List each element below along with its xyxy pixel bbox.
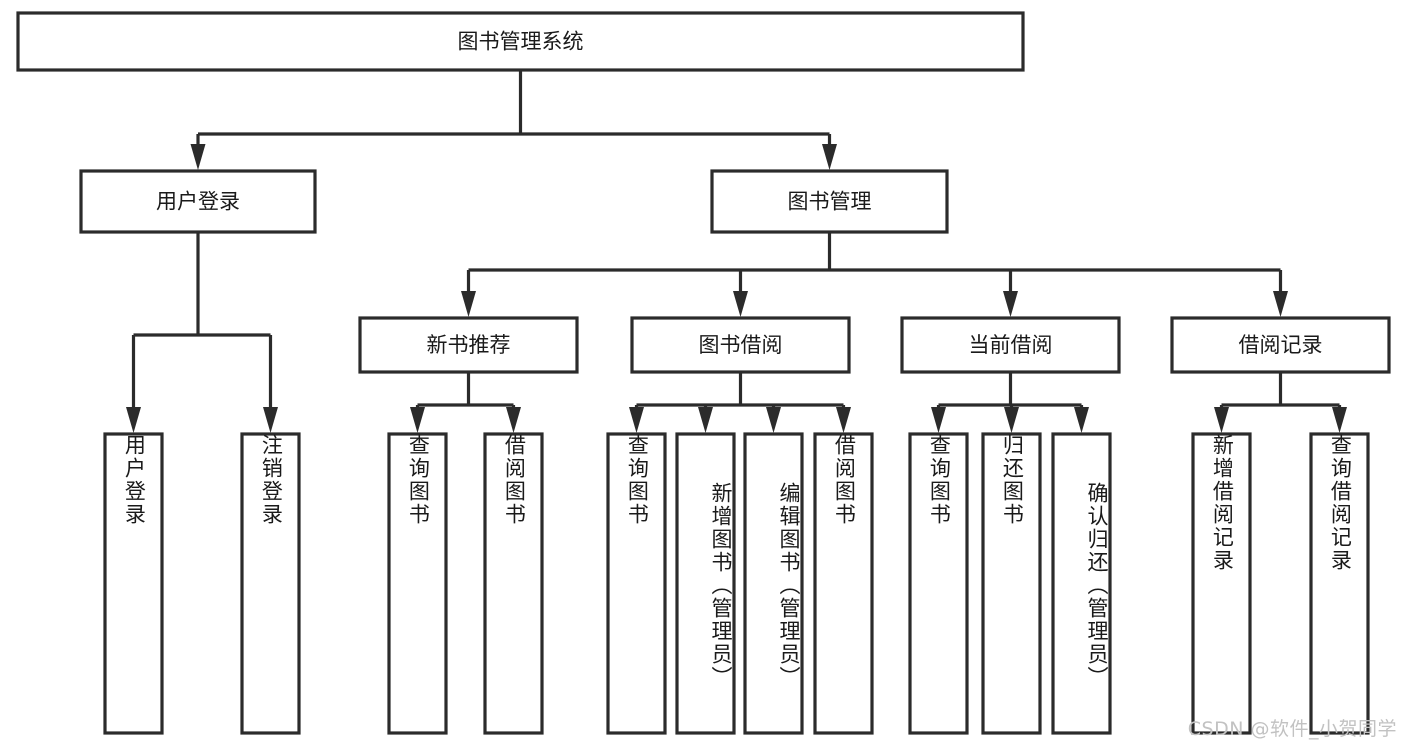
node-box-leaf-user-logout[interactable] bbox=[240, 432, 301, 735]
node-box-new-book-rec[interactable] bbox=[358, 316, 579, 374]
arrow-head-leaf-query-record bbox=[1332, 407, 1347, 433]
node-box-leaf-query-book-3[interactable] bbox=[908, 432, 969, 735]
node-box-leaf-return-book[interactable] bbox=[981, 432, 1042, 735]
node-boxes-layer bbox=[16, 11, 1391, 735]
arrow-head-leaf-edit-book bbox=[766, 407, 781, 433]
node-box-current-borrow[interactable] bbox=[900, 316, 1121, 374]
watermark-text: CSDN @软件_小贺同学 bbox=[1187, 718, 1397, 740]
node-label-current-borrow: 当前借阅 bbox=[969, 333, 1053, 357]
arrow-head-borrow-record bbox=[1273, 291, 1288, 317]
node-box-leaf-edit-book[interactable] bbox=[743, 432, 804, 735]
arrow-head-leaf-borrow-book-1 bbox=[506, 407, 521, 433]
node-box-leaf-query-book-2[interactable] bbox=[606, 432, 667, 735]
node-label-borrow-record: 借阅记录 bbox=[1239, 333, 1323, 357]
node-box-root[interactable] bbox=[16, 11, 1025, 72]
arrow-head-current-borrow bbox=[1003, 291, 1018, 317]
node-box-leaf-confirm-return[interactable] bbox=[1051, 432, 1112, 735]
node-box-book-manage[interactable] bbox=[710, 169, 949, 234]
node-box-borrow-record[interactable] bbox=[1170, 316, 1391, 374]
arrow-head-book-borrow bbox=[733, 291, 748, 317]
arrow-head-leaf-return-book bbox=[1004, 407, 1019, 433]
arrow-head-leaf-user-logout bbox=[263, 407, 278, 433]
node-box-leaf-add-record[interactable] bbox=[1191, 432, 1252, 735]
arrow-head-leaf-add-book bbox=[698, 407, 713, 433]
arrow-head-leaf-query-book-2 bbox=[629, 407, 644, 433]
arrow-head-leaf-borrow-book-2 bbox=[836, 407, 851, 433]
arrow-head-leaf-add-record bbox=[1214, 407, 1229, 433]
node-box-user-login[interactable] bbox=[79, 169, 317, 234]
node-box-book-borrow[interactable] bbox=[630, 316, 851, 374]
node-label-root: 图书管理系统 bbox=[458, 30, 584, 54]
node-box-leaf-add-book[interactable] bbox=[675, 432, 736, 735]
node-box-leaf-borrow-book-2[interactable] bbox=[813, 432, 874, 735]
node-label-new-book-rec: 新书推荐 bbox=[427, 333, 511, 357]
arrow-head-leaf-confirm-return bbox=[1074, 407, 1089, 433]
node-box-leaf-user-login[interactable] bbox=[103, 432, 164, 735]
arrow-head-leaf-user-login bbox=[126, 407, 141, 433]
node-label-user-login: 用户登录 bbox=[156, 190, 240, 214]
arrow-head-user-login bbox=[190, 144, 206, 170]
node-box-leaf-borrow-book-1[interactable] bbox=[483, 432, 544, 735]
node-box-leaf-query-record[interactable] bbox=[1309, 432, 1370, 735]
node-box-leaf-query-book-1[interactable] bbox=[387, 432, 448, 735]
connector-edges-layer bbox=[126, 70, 1347, 433]
node-label-book-borrow: 图书借阅 bbox=[699, 333, 783, 357]
node-label-book-manage: 图书管理 bbox=[788, 190, 872, 214]
arrow-head-new-book-rec bbox=[461, 291, 476, 317]
arrow-head-book-manage bbox=[822, 144, 837, 170]
arrow-head-leaf-query-book-1 bbox=[410, 407, 425, 433]
arrow-head-leaf-query-book-3 bbox=[931, 407, 946, 433]
